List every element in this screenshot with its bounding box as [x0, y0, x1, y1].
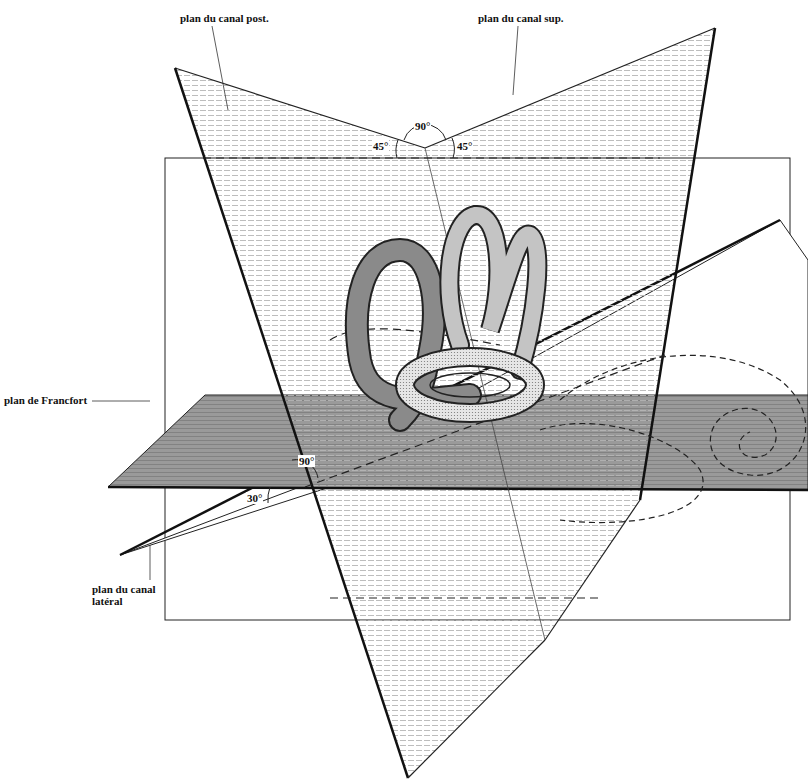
plane-label: plan du canal latéral [92, 583, 164, 607]
plane-bottom-edge [408, 640, 545, 778]
hidden-lines [203, 158, 665, 598]
leader-lines [92, 26, 518, 580]
plane-top-edge [425, 28, 715, 148]
plane-top-edge [175, 68, 425, 148]
lateral-canal [405, 357, 535, 413]
cochlea [540, 355, 806, 522]
plane-bottom-edge [545, 500, 640, 640]
angle-label: 30° [246, 492, 263, 504]
plane-label: plan du canal post. [180, 12, 269, 24]
plane-label: plan du canal sup. [478, 12, 564, 24]
angle-label: 45° [372, 140, 389, 152]
superior-plane-edge [640, 28, 715, 500]
superior-canal-plane [425, 28, 715, 640]
plane-label: plan de Francfort [4, 394, 87, 406]
angle-label: 90° [298, 455, 315, 467]
angle-label: 90° [414, 120, 431, 132]
posterior-plane-edge [175, 68, 408, 778]
angle-label: 45° [456, 140, 473, 152]
superior-canal [449, 215, 537, 370]
